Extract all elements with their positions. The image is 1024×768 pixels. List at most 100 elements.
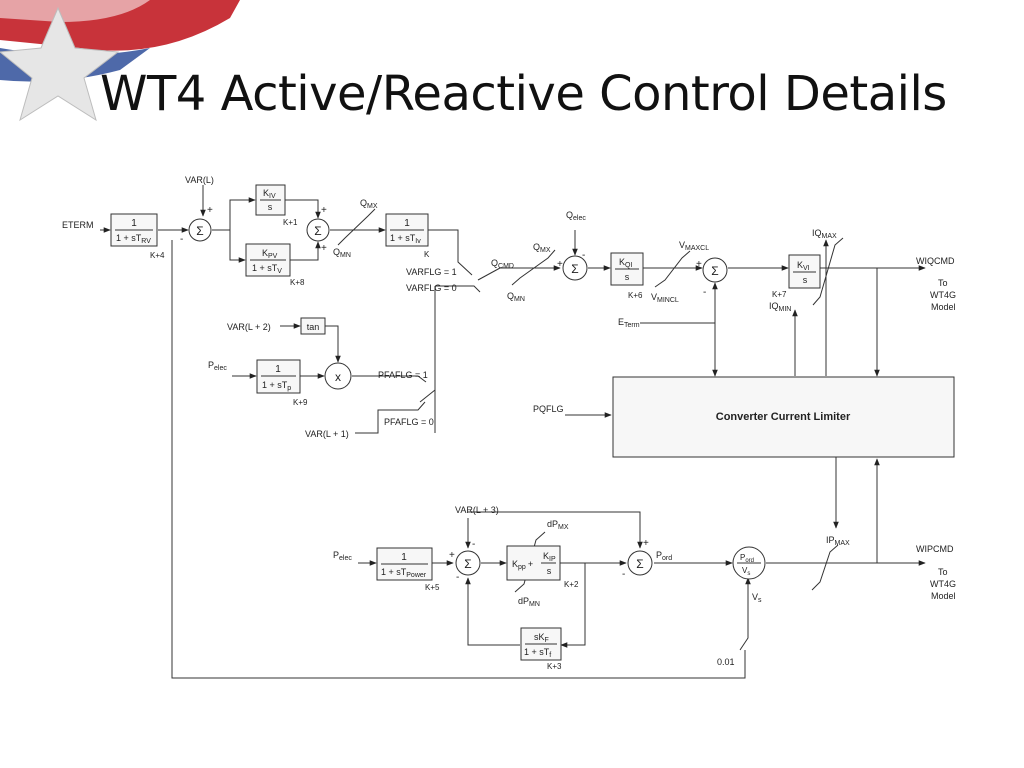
switch-labels: VARFLG = 1 VARFLG = 0 PFAFLG = 1 PFAFLG …: [378, 267, 457, 427]
block-kpv: KPV 1 + sTV K+8: [245, 243, 305, 287]
svg-text:-: -: [703, 287, 706, 298]
svg-text:Σ: Σ: [314, 224, 321, 238]
svg-text:Model: Model: [931, 302, 956, 312]
sum-junction-3: Σ: [562, 255, 588, 281]
svg-text:s: s: [268, 202, 273, 212]
svg-text:1: 1: [275, 364, 281, 375]
svg-text:-: -: [472, 539, 475, 550]
sum-junction-1: Σ: [188, 218, 212, 242]
svg-text:-: -: [582, 250, 585, 261]
svg-text:-: -: [456, 572, 459, 583]
svg-text:1 + sTRV: 1 + sTRV: [116, 233, 151, 245]
svg-text:s: s: [625, 272, 630, 282]
signal-labels: ETERM VAR(L) VAR(L + 2) Pelec VAR(L + 1)…: [62, 175, 762, 667]
sum-junction-6: Σ: [627, 550, 653, 576]
svg-text:VAR(L + 3): VAR(L + 3): [455, 505, 499, 515]
svg-text:Pelec: Pelec: [333, 550, 352, 562]
block-divider: Pord Vs: [732, 546, 766, 580]
svg-text:1 + sTV: 1 + sTV: [252, 263, 282, 275]
svg-text:Vs: Vs: [752, 592, 762, 604]
output-labels: WIQCMD To WT4G Model WIPCMD To WT4G Mode…: [916, 256, 956, 601]
sum-junction-4: Σ: [702, 257, 728, 283]
svg-text:QMX: QMX: [360, 198, 378, 210]
svg-text:-: -: [180, 234, 183, 245]
svg-text:QMN: QMN: [333, 247, 351, 259]
svg-text:K: K: [424, 250, 430, 259]
block-kqi: KQI s K+6: [610, 252, 644, 300]
multiplier: x: [324, 362, 352, 390]
svg-text:+: +: [321, 205, 327, 216]
svg-text:PFAFLG = 0: PFAFLG = 0: [384, 417, 434, 427]
svg-text:+: +: [449, 550, 455, 561]
svg-text:sKF: sKF: [534, 632, 549, 644]
svg-text:VAR(L + 1): VAR(L + 1): [305, 429, 349, 439]
svg-text:Qelec: Qelec: [566, 210, 586, 222]
svg-text:Σ: Σ: [711, 264, 718, 278]
svg-text:s: s: [803, 275, 808, 285]
svg-text:QMN: QMN: [507, 291, 525, 303]
svg-text:K+9: K+9: [293, 398, 308, 407]
svg-text:-: -: [622, 569, 625, 580]
svg-text:Vs: Vs: [742, 566, 750, 577]
block-tiv: 1 1 + sTIv K: [385, 213, 430, 259]
block-kf: sKF 1 + sTf K+3: [520, 627, 562, 671]
svg-text:tan: tan: [307, 322, 320, 332]
block-kvi: KVI s K+7: [772, 254, 821, 299]
svg-text:Model: Model: [931, 591, 956, 601]
svg-text:Pord: Pord: [740, 553, 754, 564]
svg-text:+: +: [557, 259, 563, 270]
svg-text:IQMAX: IQMAX: [812, 228, 837, 240]
svg-text:K+7: K+7: [772, 290, 787, 299]
block-tpower: 1 1 + sTPower K+5: [376, 547, 440, 592]
svg-text:KIP: KIP: [543, 551, 556, 563]
texas-flag-star-icon: [0, 0, 240, 122]
svg-text:VMAXCL: VMAXCL: [679, 240, 709, 252]
svg-text:VMINCL: VMINCL: [651, 292, 679, 304]
svg-text:Pord: Pord: [656, 550, 672, 562]
svg-text:1: 1: [404, 218, 410, 229]
svg-text:dPMX: dPMX: [547, 519, 569, 531]
svg-text:KVI: KVI: [797, 260, 810, 272]
svg-text:VARFLG = 1: VARFLG = 1: [406, 267, 457, 277]
block-trv: 1 1 + sTRV K+4: [110, 213, 165, 260]
svg-text:dPMN: dPMN: [518, 596, 540, 608]
svg-text:KIV: KIV: [263, 188, 276, 200]
svg-text:1 + sTIv: 1 + sTIv: [390, 233, 421, 245]
svg-text:Σ: Σ: [196, 224, 203, 238]
svg-text:VAR(L + 2): VAR(L + 2): [227, 322, 271, 332]
svg-text:1: 1: [131, 218, 137, 229]
svg-text:+: +: [696, 259, 702, 270]
svg-text:QMX: QMX: [533, 242, 551, 254]
svg-text:K+6: K+6: [628, 291, 643, 300]
svg-text:IPMAX: IPMAX: [826, 535, 850, 547]
svg-text:Kpp+: Kpp+: [512, 559, 533, 571]
svg-text:WT4G: WT4G: [930, 579, 956, 589]
svg-text:ETerm: ETerm: [618, 317, 640, 329]
svg-text:Σ: Σ: [571, 262, 578, 276]
svg-text:1 + sTp: 1 + sTp: [262, 380, 291, 392]
sum-junction-2: Σ: [306, 218, 330, 242]
svg-text:Σ: Σ: [464, 557, 471, 571]
svg-text:K+2: K+2: [564, 580, 579, 589]
svg-text:VAR(L): VAR(L): [185, 175, 214, 185]
svg-text:K+5: K+5: [425, 583, 440, 592]
svg-text:1: 1: [401, 552, 407, 563]
svg-text:s: s: [547, 566, 552, 576]
svg-text:+: +: [321, 243, 327, 254]
sum-junction-5: Σ: [455, 550, 481, 576]
svg-text:1 + sTPower: 1 + sTPower: [381, 567, 427, 579]
junction-signs: + - + + + - + - + - - + -: [180, 205, 706, 583]
svg-text:1 + sTf: 1 + sTf: [524, 647, 551, 659]
block-pi: Kpp+ KIP s K+2: [506, 545, 579, 589]
svg-text:PFAFLG = 1: PFAFLG = 1: [378, 370, 428, 380]
svg-text:x: x: [335, 370, 341, 384]
svg-text:Converter Current Limiter: Converter Current Limiter: [716, 411, 851, 423]
svg-text:WIQCMD: WIQCMD: [916, 256, 955, 266]
svg-text:+: +: [643, 538, 649, 549]
block-tp: 1 1 + sTp K+9: [256, 359, 308, 407]
svg-text:QCMD: QCMD: [491, 258, 514, 270]
block-converter-current-limiter: Converter Current Limiter: [612, 376, 955, 458]
svg-text:K+3: K+3: [547, 662, 562, 671]
svg-text:PQFLG: PQFLG: [533, 404, 564, 414]
